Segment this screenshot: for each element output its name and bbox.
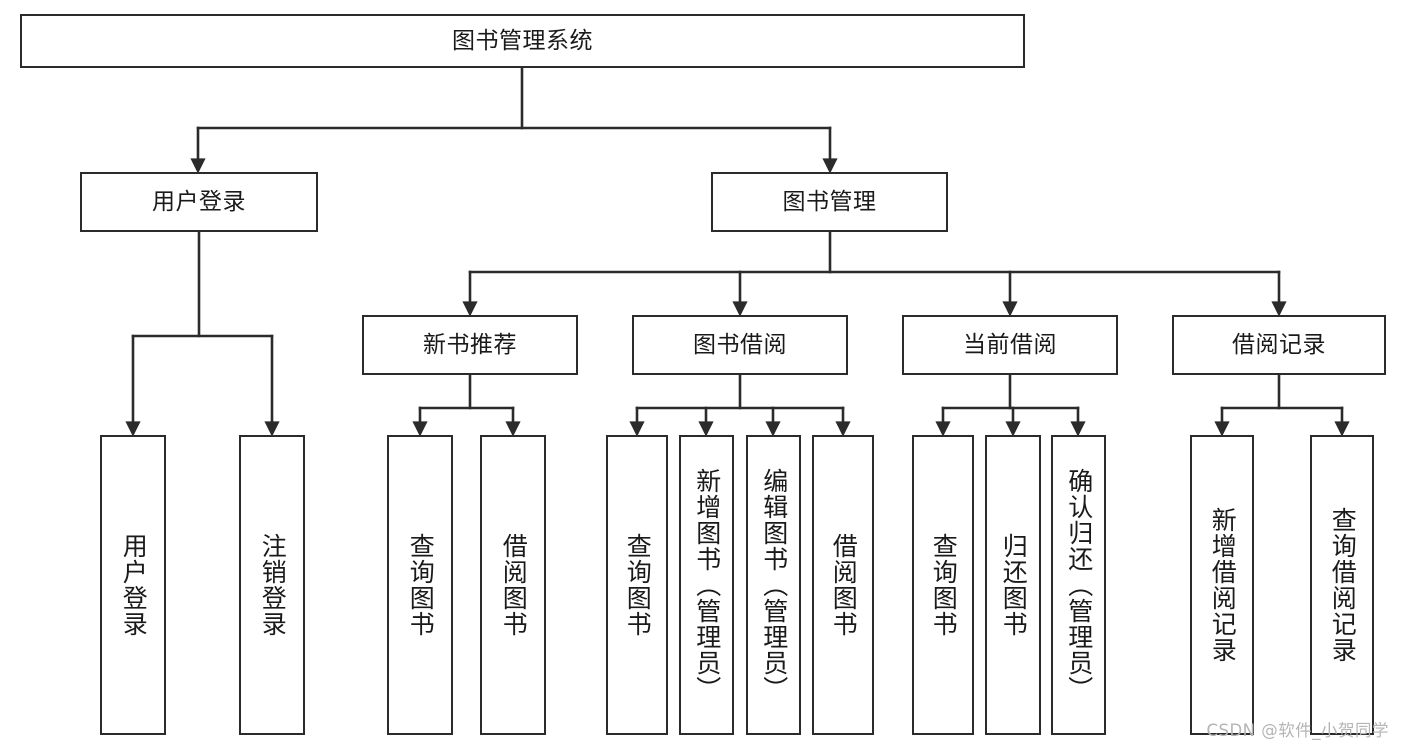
node-leaf-user-login-label: 用户登录 (119, 533, 149, 637)
node-borrow-record-label: 借阅记录 (1232, 331, 1326, 358)
node-leaf-logout[interactable]: 注销登录 (239, 435, 305, 735)
node-leaf-return-book-label: 归还图书 (999, 533, 1029, 637)
node-book-manage-label: 图书管理 (782, 188, 877, 215)
node-leaf-query-book-1[interactable]: 查询图书 (387, 435, 453, 735)
node-leaf-edit-book-label: 编辑图书（管理员） (759, 468, 789, 702)
node-leaf-logout-label: 注销登录 (258, 533, 288, 637)
node-new-book-recommend-label: 新书推荐 (423, 331, 517, 358)
node-root[interactable]: 图书管理系统 (20, 14, 1025, 68)
node-user-login-label: 用户登录 (152, 188, 246, 215)
node-root-label: 图书管理系统 (452, 27, 593, 54)
node-current-borrow[interactable]: 当前借阅 (902, 315, 1118, 375)
node-user-login[interactable]: 用户登录 (80, 172, 318, 232)
csdn-watermark: CSDN @软件_小贺同学 (1206, 721, 1389, 740)
node-leaf-borrow-book-2[interactable]: 借阅图书 (812, 435, 874, 735)
node-leaf-borrow-book-1-label: 借阅图书 (499, 533, 529, 637)
node-leaf-add-record[interactable]: 新增借阅记录 (1190, 435, 1254, 735)
node-leaf-query-book-3[interactable]: 查询图书 (912, 435, 974, 735)
node-leaf-query-book-3-label: 查询图书 (929, 533, 959, 637)
node-book-borrow[interactable]: 图书借阅 (632, 315, 848, 375)
node-book-borrow-label: 图书借阅 (693, 331, 787, 358)
node-leaf-query-book-2-label: 查询图书 (623, 533, 653, 637)
node-leaf-borrow-book-2-label: 借阅图书 (829, 533, 859, 637)
node-leaf-add-book-label: 新增图书（管理员） (692, 468, 722, 702)
node-leaf-return-book[interactable]: 归还图书 (985, 435, 1041, 735)
node-leaf-confirm-return[interactable]: 确认归还（管理员） (1051, 435, 1106, 735)
node-leaf-query-record[interactable]: 查询借阅记录 (1310, 435, 1374, 735)
node-current-borrow-label: 当前借阅 (963, 331, 1057, 358)
node-new-book-recommend[interactable]: 新书推荐 (362, 315, 578, 375)
node-leaf-user-login[interactable]: 用户登录 (100, 435, 166, 735)
node-borrow-record[interactable]: 借阅记录 (1172, 315, 1386, 375)
node-book-manage[interactable]: 图书管理 (711, 172, 948, 232)
node-leaf-query-book-2[interactable]: 查询图书 (606, 435, 668, 735)
node-leaf-add-book[interactable]: 新增图书（管理员） (679, 435, 734, 735)
node-leaf-edit-book[interactable]: 编辑图书（管理员） (746, 435, 801, 735)
node-leaf-add-record-label: 新增借阅记录 (1208, 507, 1238, 663)
node-leaf-query-record-label: 查询借阅记录 (1328, 507, 1358, 663)
node-leaf-borrow-book-1[interactable]: 借阅图书 (480, 435, 546, 735)
node-leaf-query-book-1-label: 查询图书 (406, 533, 436, 637)
node-leaf-confirm-return-label: 确认归还（管理员） (1064, 468, 1094, 702)
